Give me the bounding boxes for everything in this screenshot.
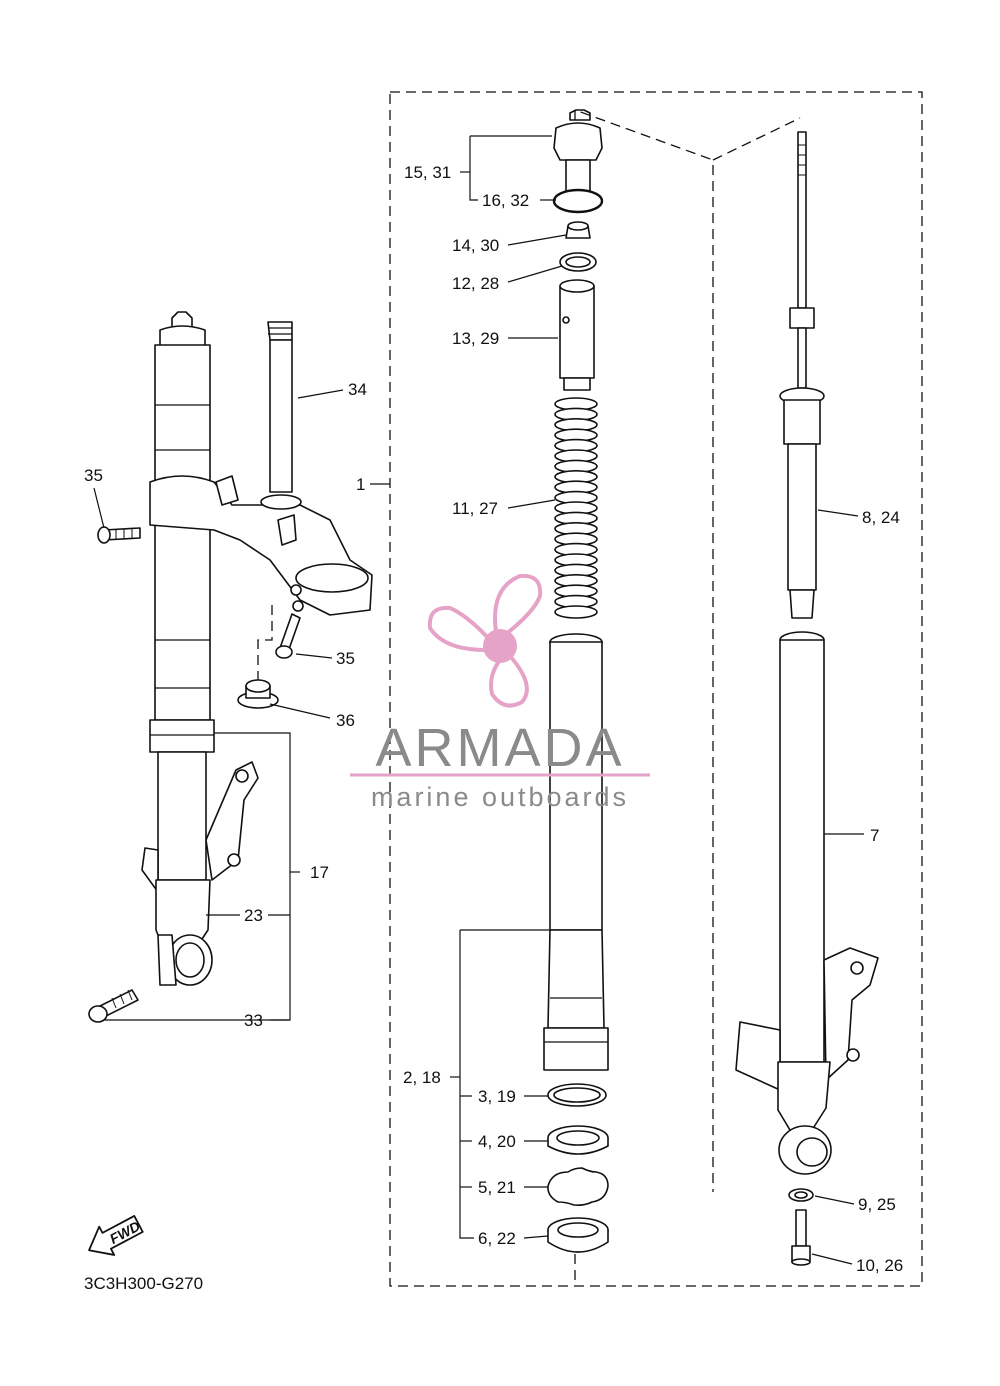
label-35-top: 35 (84, 466, 103, 485)
label-34: 34 (348, 380, 367, 399)
label-3-19: 3, 19 (478, 1087, 516, 1106)
label-9-25: 9, 25 (858, 1195, 896, 1214)
part-labels: 15, 31 16, 32 14, 30 12, 28 13, 29 11, 2… (84, 163, 903, 1293)
label-8-24: 8, 24 (862, 508, 900, 527)
fwd-arrow-icon: FWD (88, 1215, 144, 1256)
label-5-21: 5, 21 (478, 1178, 516, 1197)
label-13-29: 13, 29 (452, 329, 499, 348)
leader-lines (93, 109, 864, 1265)
label-10-26: 10, 26 (856, 1256, 903, 1275)
diagram-code: 3C3H300-G270 (84, 1274, 203, 1293)
label-36: 36 (336, 711, 355, 730)
label-2-18: 2, 18 (403, 1068, 441, 1087)
label-14-30: 14, 30 (452, 236, 499, 255)
label-15-31: 15, 31 (404, 163, 451, 182)
label-35-lower: 35 (336, 649, 355, 668)
label-11-27: 11, 27 (452, 499, 498, 518)
fork-internals-right (735, 131, 879, 1266)
label-12-28: 12, 28 (452, 274, 499, 293)
label-1: 1 (356, 475, 365, 494)
watermark-brand: ARMADA (375, 718, 624, 778)
label-6-22: 6, 22 (478, 1229, 516, 1248)
spring-coil (554, 605, 598, 619)
label-7: 7 (870, 826, 879, 845)
fork-spring (554, 397, 598, 619)
label-23: 23 (244, 906, 263, 925)
label-33: 33 (244, 1011, 263, 1030)
propeller-logo-icon (427, 573, 543, 708)
fork-internals-center (543, 109, 609, 1253)
label-4-20: 4, 20 (478, 1132, 516, 1151)
assembly-boundary (389, 91, 923, 1287)
label-17: 17 (310, 863, 329, 882)
label-16-32: 16, 32 (482, 191, 529, 210)
watermark-tagline: marine outboards (371, 782, 629, 812)
watermark: ARMADA marine outboards (350, 573, 650, 812)
fork-assembly-left (88, 311, 373, 1023)
